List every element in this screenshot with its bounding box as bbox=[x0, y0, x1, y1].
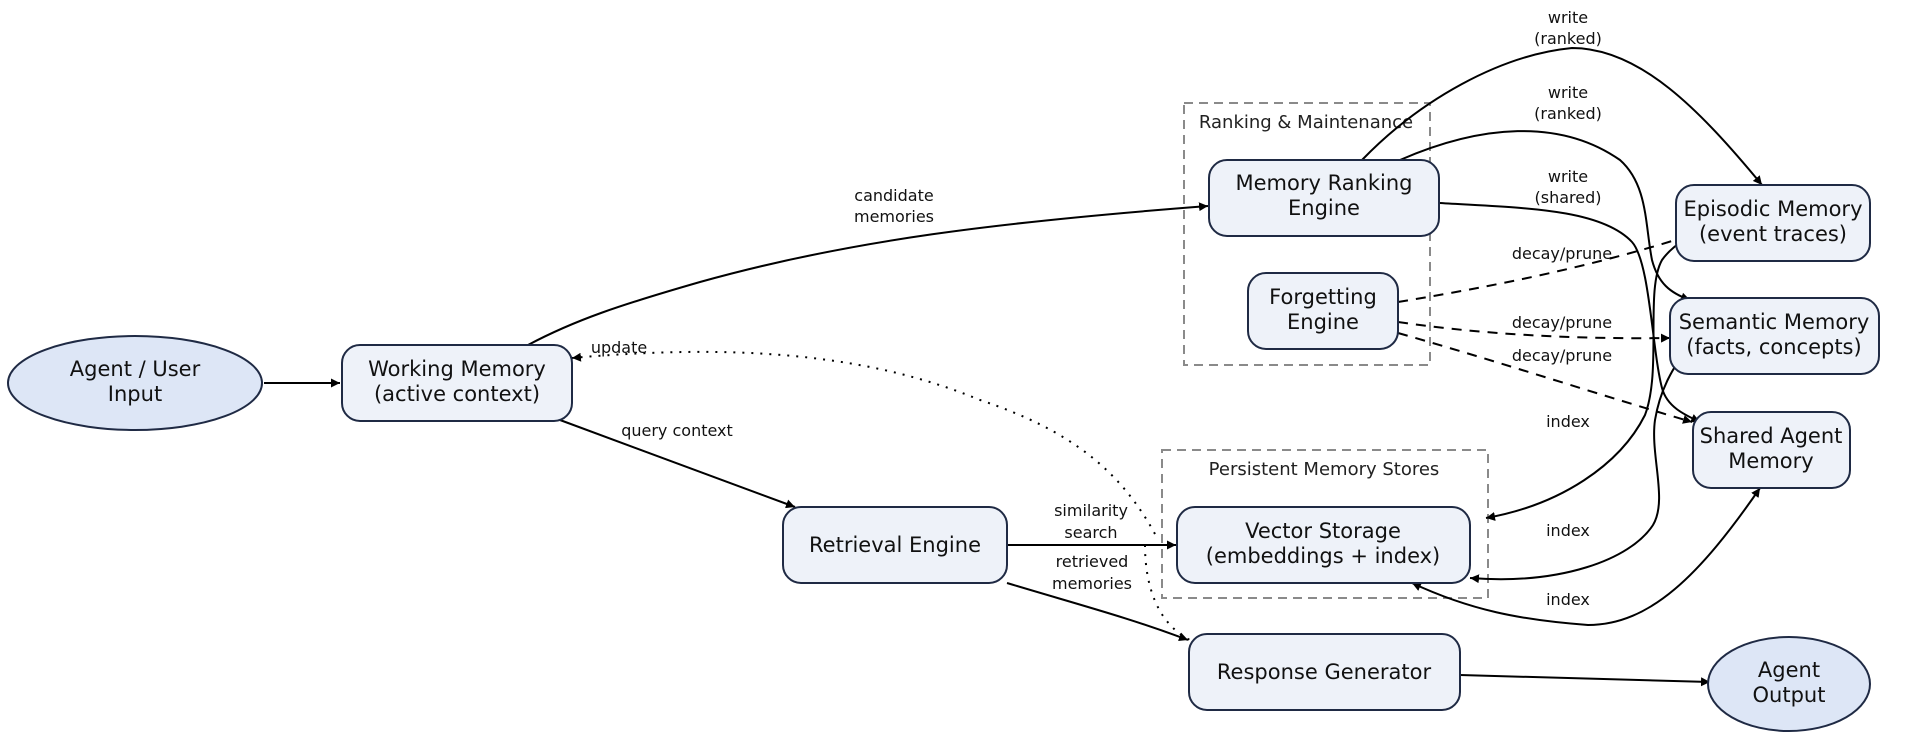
node-retrieval-engine: Retrieval Engine bbox=[782, 506, 1008, 584]
label-decay-shared: decay/prune bbox=[1512, 346, 1612, 365]
cluster-stores-label: Persistent Memory Stores bbox=[1209, 459, 1440, 480]
edge-vector-shared-index bbox=[1411, 487, 1761, 627]
edge-working-to-retrieval bbox=[559, 419, 796, 509]
edge-forgetting-to-shared bbox=[1397, 332, 1693, 424]
node-episodic-memory: Episodic Memory(event traces) bbox=[1675, 184, 1871, 262]
svg-text:Semantic Memory(facts, concept: Semantic Memory(facts, concepts) bbox=[1679, 310, 1870, 359]
edge-retrieval-to-response bbox=[1006, 582, 1189, 642]
node-vector-storage: Vector Storage(embeddings + index) bbox=[1176, 506, 1471, 584]
edge-ranking-to-episodic bbox=[1361, 46, 1763, 186]
svg-text:Episodic Memory(event traces): Episodic Memory(event traces) bbox=[1683, 197, 1862, 246]
svg-text:Retrieval Engine: Retrieval Engine bbox=[809, 533, 981, 557]
svg-text:Response Generator: Response Generator bbox=[1217, 660, 1432, 684]
cluster-ranking-label: Ranking & Maintenance bbox=[1199, 112, 1413, 133]
edge-dotted-to-response bbox=[1144, 544, 1191, 641]
label-update: update bbox=[591, 338, 647, 357]
label-index-semantic: index bbox=[1546, 521, 1590, 540]
node-response-generator: Response Generator bbox=[1188, 633, 1461, 711]
edge-working-to-ranking bbox=[527, 202, 1209, 346]
label-index-episodic: index bbox=[1546, 412, 1590, 431]
label-write-shared: write(shared) bbox=[1535, 167, 1602, 207]
svg-text:Vector Storage(embeddings + in: Vector Storage(embeddings + index) bbox=[1206, 519, 1441, 568]
node-semantic-memory: Semantic Memory(facts, concepts) bbox=[1669, 297, 1880, 375]
label-index-shared: index bbox=[1546, 590, 1590, 609]
svg-text:Working Memory(active context): Working Memory(active context) bbox=[368, 357, 546, 406]
label-decay-episodic: decay/prune bbox=[1512, 244, 1612, 263]
edge-response-to-output bbox=[1459, 674, 1711, 687]
label-write-episodic: write(ranked) bbox=[1534, 8, 1602, 48]
edge-vector-semantic-index bbox=[1469, 341, 1693, 584]
label-query-context: query context bbox=[621, 421, 733, 440]
label-write-semantic: write(ranked) bbox=[1534, 83, 1602, 123]
label-decay-semantic: decay/prune bbox=[1512, 313, 1612, 332]
cluster-persistent-stores: Persistent Memory Stores bbox=[1161, 449, 1489, 599]
node-working-memory: Working Memory(active context) bbox=[341, 344, 573, 422]
